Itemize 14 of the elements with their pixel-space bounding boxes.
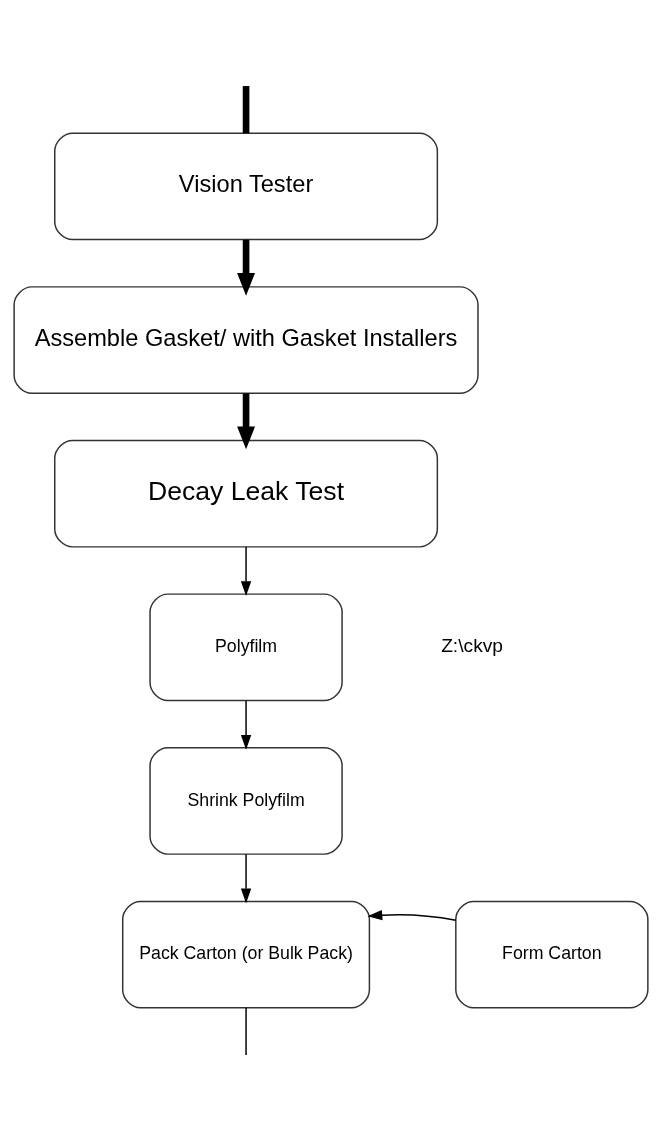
node-box: Assemble Gasket/ with Gasket Installers	[13, 285, 479, 394]
node-box: Polyfilm	[149, 592, 343, 701]
arrow	[367, 909, 457, 921]
arrow	[240, 699, 252, 750]
node-box: Decay Leak Test	[54, 439, 439, 548]
label: Z:\ckvp	[441, 634, 503, 656]
arrow	[240, 545, 252, 596]
node-box: Pack Carton (or Bulk Pack)	[121, 900, 371, 1008]
node-box: Form Carton	[455, 900, 649, 1008]
node-box: Shrink Polyfilm	[149, 746, 343, 855]
arrow	[237, 392, 256, 449]
node-box: Vision Tester	[54, 132, 439, 240]
connector	[245, 1006, 247, 1056]
arrow	[240, 853, 252, 903]
